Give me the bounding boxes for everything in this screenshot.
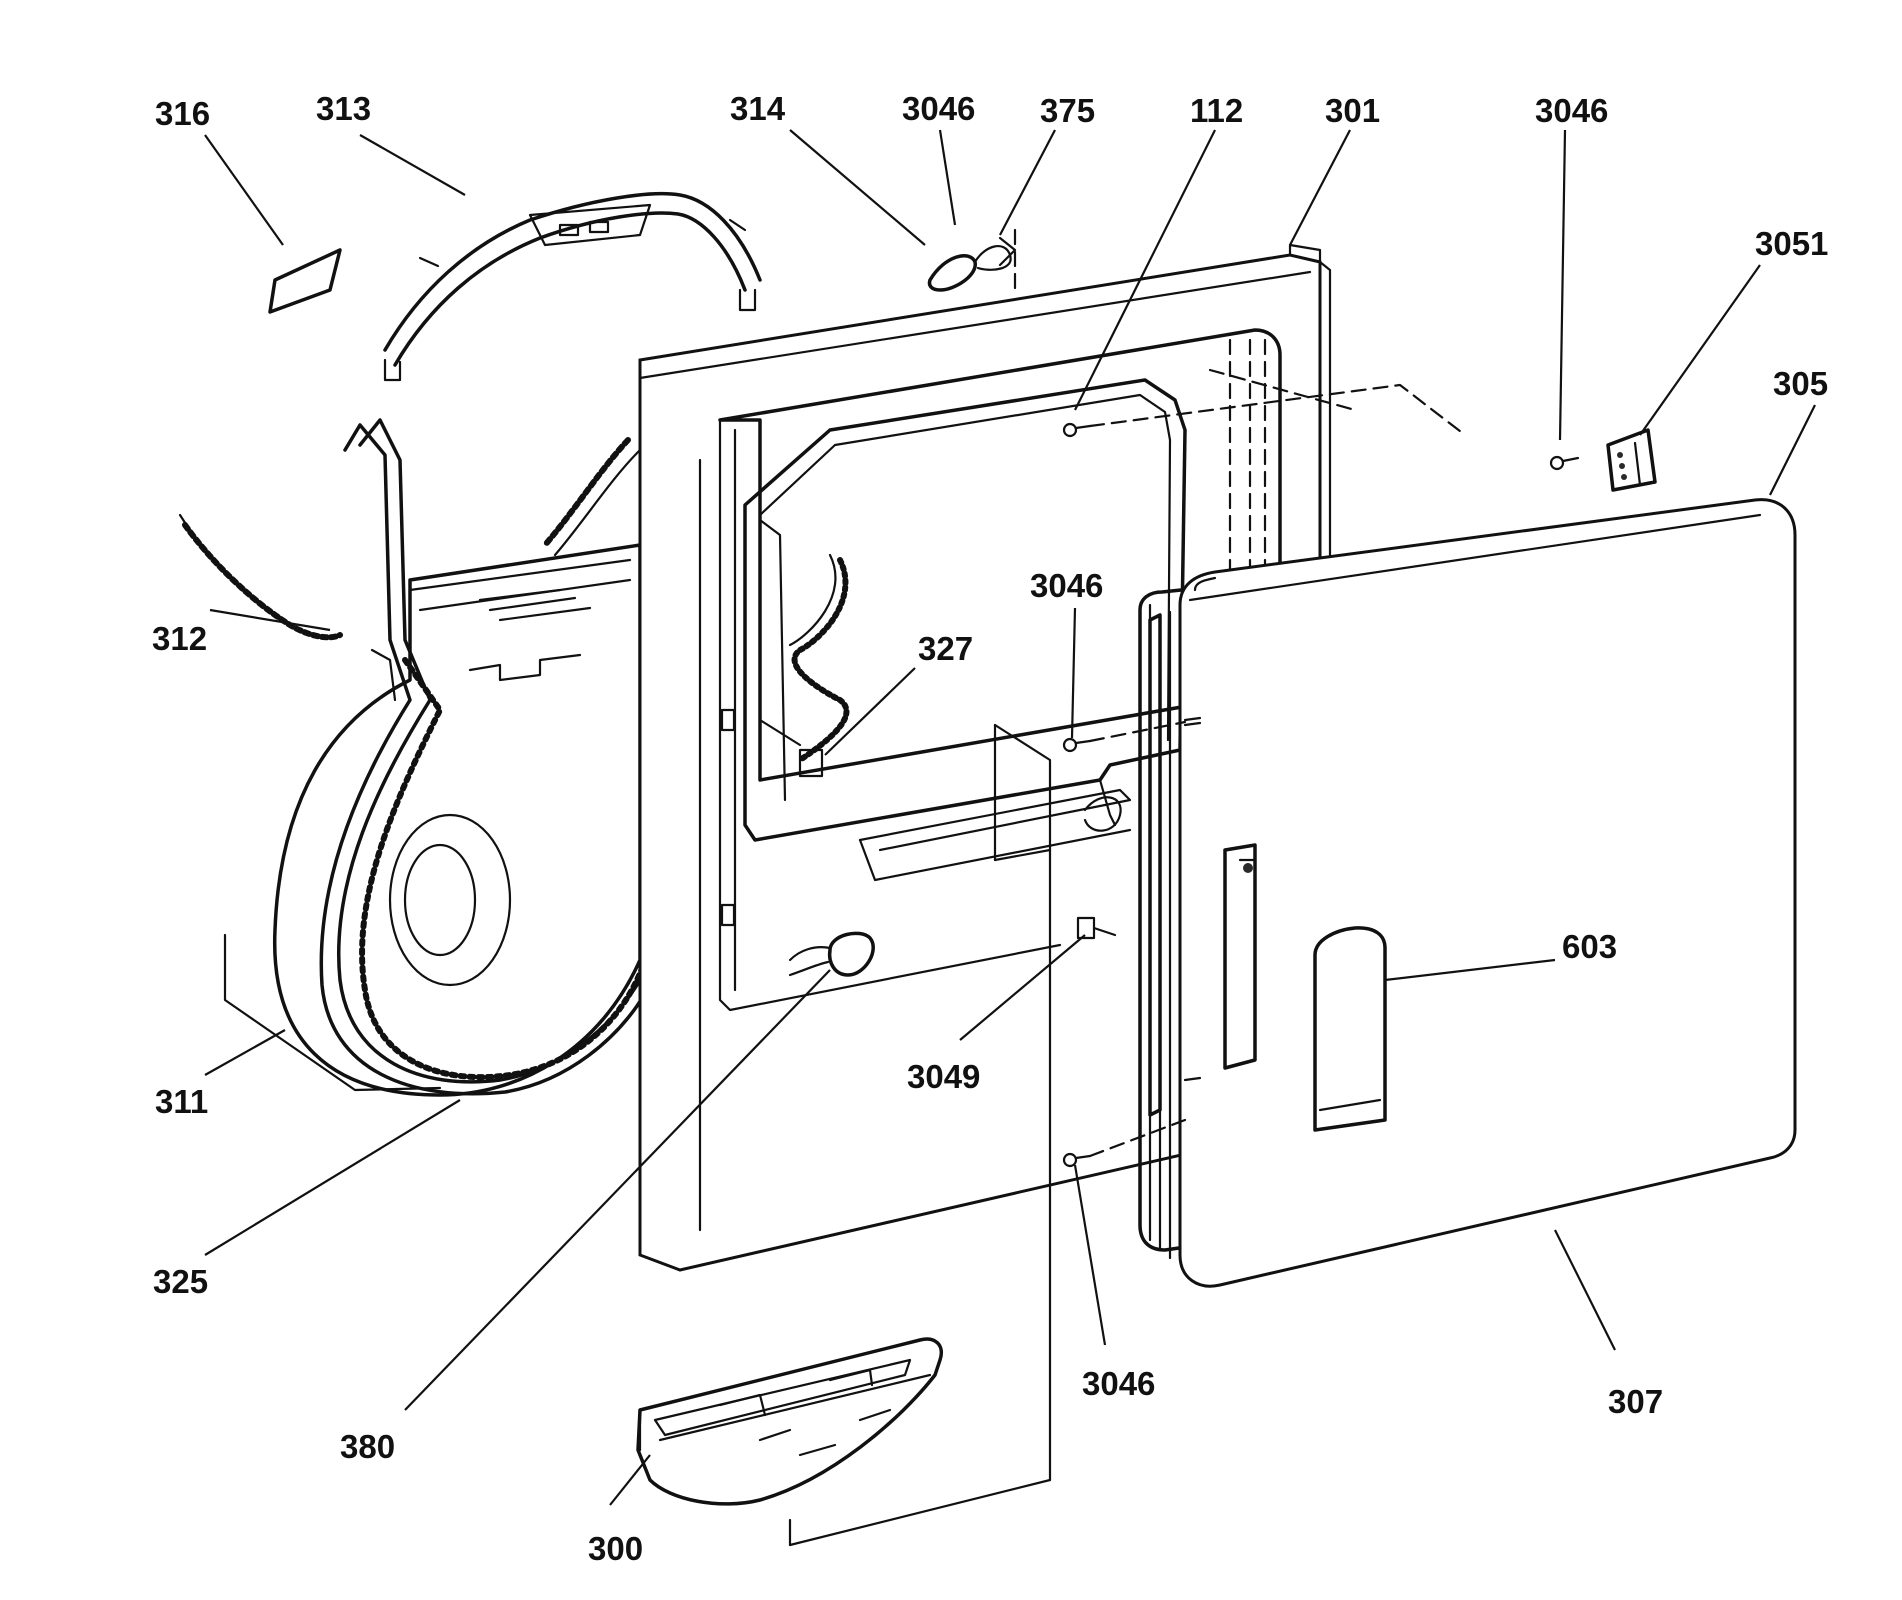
lint-filter (636, 1337, 943, 1506)
label-307: 307 (1608, 1383, 1663, 1420)
hinge-3051 (1549, 428, 1657, 492)
leader-lines (204, 129, 1816, 1506)
drum-front-assembly (273, 543, 642, 1097)
lint-filter-slot (993, 723, 1052, 1482)
label-301: 301 (1325, 92, 1380, 129)
hinge-clip-3049 (1076, 916, 1117, 940)
screw-3046-low (1062, 1152, 1092, 1168)
rear-felt-strip-left (178, 513, 343, 641)
door-handle (1313, 926, 1387, 1132)
adhesive-pad (268, 248, 342, 314)
part-labels: 316 313 314 3046 375 112 301 3046 3051 3… (152, 90, 1828, 1567)
lint-filter-bracket-line (788, 1478, 1052, 1547)
duct-bracket-line (223, 933, 442, 1092)
label-3046-right: 3046 (1535, 92, 1608, 129)
drum-grille (478, 588, 592, 622)
label-312: 312 (152, 620, 207, 657)
label-313: 313 (316, 90, 371, 127)
label-3049: 3049 (907, 1058, 980, 1095)
door-assembly (1088, 368, 1797, 1288)
label-305: 305 (1773, 365, 1828, 402)
rear-felt-strip-right (542, 437, 642, 557)
front-duct-seal (319, 418, 652, 1096)
drum-top-bracket (383, 191, 762, 382)
label-603: 603 (1562, 928, 1617, 965)
label-300: 300 (588, 1530, 643, 1567)
wire-harness (758, 553, 850, 778)
label-380: 380 (340, 1428, 395, 1465)
door-switch (788, 931, 875, 977)
label-375: 375 (1040, 92, 1095, 129)
label-3046-bottom: 3046 (1082, 1365, 1155, 1402)
label-3046-top: 3046 (902, 90, 975, 127)
label-325: 325 (153, 1263, 208, 1300)
drum-felt-seal (359, 657, 648, 1081)
top-screw-assembly (927, 228, 1017, 292)
label-314: 314 (730, 90, 786, 127)
label-327: 327 (918, 630, 973, 667)
label-3051: 3051 (1755, 225, 1828, 262)
screw-112 (1062, 422, 1092, 438)
panel-screws (1062, 422, 1117, 1168)
label-112: 112 (1190, 92, 1243, 129)
door-hinge-slot (1223, 843, 1257, 1070)
screw-3046-mid (1062, 737, 1092, 753)
label-311: 311 (155, 1083, 208, 1120)
label-316: 316 (155, 95, 210, 132)
label-3046-mid: 3046 (1030, 567, 1103, 604)
